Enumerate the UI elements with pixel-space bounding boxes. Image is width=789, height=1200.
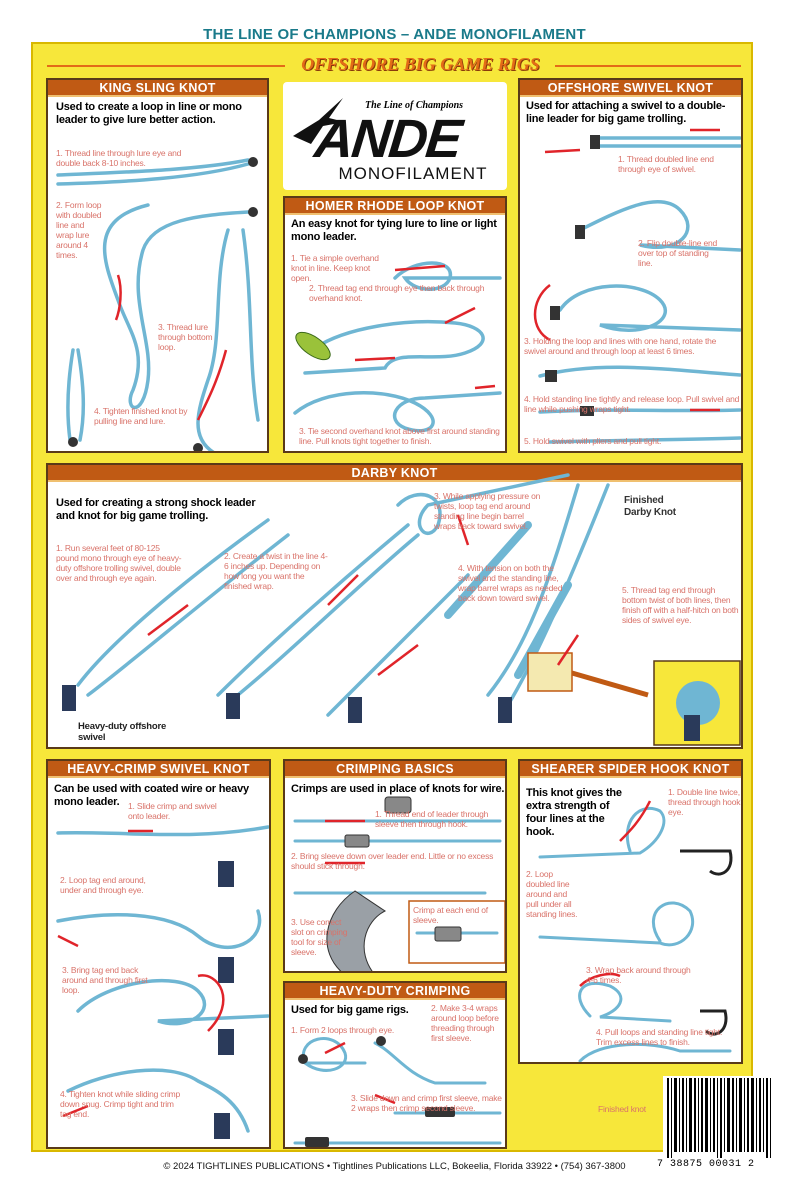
offshore-swivel-step-5: 5. Hold swivel with pliers and pull tigh… [524, 436, 662, 446]
banner-rule-left [47, 65, 285, 67]
panel-title: OFFSHORE SWIVEL KNOT [520, 80, 741, 97]
panel-heavy-crimp-swivel-knot: HEAVY-CRIMP SWIVEL KNOT Can be used with… [46, 759, 271, 1149]
crimping-step-3: 3. Use correct slot on crimping tool for… [291, 917, 348, 957]
heavy-crimp-step-2: 2. Loop tag end around, under and throug… [60, 875, 146, 895]
page-title: THE LINE OF CHAMPIONS – ANDE MONOFILAMEN… [203, 26, 586, 43]
panel-title: HEAVY-DUTY CRIMPING [285, 983, 505, 1000]
footer-credits: © 2024 TIGHTLINES PUBLICATIONS • Tightli… [163, 1161, 626, 1172]
crimping-step-1: 1. Thread end of leader through sleeve t… [375, 809, 489, 829]
king-sling-step-3: 3. Thread lure through bottom loop. [158, 322, 213, 352]
darby-step-4: 4. With tension on both the swivel and t… [458, 563, 563, 603]
panel-homer-rhode-loop-knot: HOMER RHODE LOOP KNOT An easy knot for t… [283, 196, 507, 453]
barcode-bars-icon [667, 1078, 771, 1158]
heavy-duty-swivel-label: Heavy-duty offshore swivel [78, 721, 167, 743]
homer-rhode-step-2: 2. Thread tag end through eye then back … [309, 283, 485, 303]
darby-step-3: 3. While applying pressure on twists, lo… [434, 491, 541, 531]
panel-title: CRIMPING BASICS [285, 761, 505, 778]
offshore-swivel-illustration [533, 128, 741, 444]
offshore-swivel-step-2: 2. Flip double-line end over top of stan… [638, 238, 718, 268]
section-banner: OFFSHORE BIG GAME RIGS [288, 54, 553, 76]
marlin-logo-icon [293, 98, 345, 144]
poster-board: OFFSHORE BIG GAME RIGS KING SLING KNOT U… [31, 42, 753, 1152]
shearer-spider-illustration [538, 800, 733, 1062]
panel-title: HOMER RHODE LOOP KNOT [285, 198, 505, 215]
heavy-duty-crimping-step-2: 2. Make 3-4 wraps around loop before thr… [431, 1003, 499, 1043]
panel-heavy-duty-crimping: HEAVY-DUTY CRIMPING Used for big game ri… [283, 981, 507, 1149]
king-sling-illustration [56, 157, 260, 451]
panel-intro: Used for creating a strong shock leader … [56, 497, 256, 522]
shearer-step-4: 4. Pull loops and standing line tight. T… [596, 1027, 723, 1047]
panel-crimping-basics: CRIMPING BASICS Crimps are used in place… [283, 759, 507, 973]
heavy-duty-crimping-step-1: 1. Form 2 loops through eye. [291, 1025, 395, 1035]
logo-subtitle: MONOFILAMENT [338, 164, 488, 183]
darby-step-1: 1. Run several feet of 80-125 pound mono… [56, 543, 182, 583]
panel-intro: Used to create a loop in line or mono le… [56, 101, 242, 126]
heavy-crimp-step-1: 1. Slide crimp and swivel onto leader. [128, 801, 217, 821]
heavy-crimp-illustration [56, 825, 269, 1139]
barcode: 7 38875 00031 2 [657, 1076, 773, 1170]
panel-darby-knot: DARBY KNOT Used for creating a strong sh… [46, 463, 743, 749]
offshore-swivel-step-3: 3. Holding the loop and lines with one h… [524, 336, 717, 356]
heavy-crimp-step-4: 4. Tighten knot while sliding crimp down… [60, 1089, 181, 1119]
panel-intro: This knot gives the extra strength of fo… [526, 787, 622, 838]
darby-step-5: 5. Thread tag end through bottom twist o… [622, 585, 739, 625]
panel-intro: Used for big game rigs. [291, 1004, 409, 1016]
panel-title: DARBY KNOT [48, 465, 741, 482]
king-sling-step-2: 2. Form loop with doubled line and wrap … [56, 200, 102, 260]
crimping-step-2: 2. Bring sleeve down over leader end. Li… [291, 851, 494, 871]
king-sling-step-1: 1. Thread line through lure eye and doub… [56, 148, 182, 168]
darby-step-2: 2. Create a twist in the line 4-6 inches… [224, 551, 328, 591]
heavy-duty-crimping-illustration [293, 1036, 502, 1147]
king-sling-step-4: 4. Tighten finished knot by pulling line… [94, 406, 188, 426]
finished-darby-label: Finished Darby Knot [624, 495, 676, 518]
offshore-swivel-step-4: 4. Hold standing line tightly and releas… [524, 394, 740, 414]
panel-title: SHEARER SPIDER HOOK KNOT [520, 761, 741, 778]
crimping-basics-illustration [293, 796, 505, 971]
panel-title: KING SLING KNOT [48, 80, 267, 97]
shearer-finished-label: Finished knot [598, 1104, 646, 1114]
heavy-crimp-step-3: 3. Bring tag end back around and through… [62, 965, 148, 995]
heavy-duty-crimping-step-3: 3. Slide down and crimp first sleeve, ma… [351, 1093, 502, 1113]
panel-king-sling-knot: KING SLING KNOT Used to create a loop in… [46, 78, 269, 453]
darby-knot-illustration [62, 473, 741, 746]
homer-rhode-step-3: 3. Tie second overhand knot above first … [299, 426, 500, 446]
panel-shearer-spider-hook-knot: SHEARER SPIDER HOOK KNOT This knot gives… [518, 759, 743, 1064]
barcode-number: 7 38875 00031 2 [657, 1159, 755, 1170]
homer-rhode-illustration [293, 261, 502, 433]
ande-logo: The Line of Champions ANDE MONOFILAMENT [283, 82, 507, 190]
panel-intro: An easy knot for tying lure to line or l… [291, 218, 497, 243]
logo-wordmark: ANDE [311, 109, 464, 169]
shearer-step-3: 3. Wrap back around through 4-6 times. [586, 965, 691, 985]
offshore-swivel-step-1: 1. Thread doubled line end through eye o… [618, 154, 714, 174]
panel-intro: Crimps are used in place of knots for wi… [291, 783, 505, 795]
banner-rule-right [555, 65, 741, 67]
panel-intro: Can be used with coated wire or heavy mo… [54, 783, 249, 808]
logo-tagline: The Line of Champions [365, 100, 464, 111]
panel-title: HEAVY-CRIMP SWIVEL KNOT [48, 761, 269, 778]
shearer-step-1: 1. Double line twice, thread through hoo… [668, 787, 741, 817]
shearer-step-2: 2. Loop doubled line around and pull und… [526, 869, 578, 919]
crimping-callout: Crimp at each end of sleeve. [413, 905, 488, 925]
panel-intro: Used for attaching a swivel to a double-… [526, 100, 726, 125]
panel-offshore-swivel-knot: OFFSHORE SWIVEL KNOT Used for attaching … [518, 78, 743, 453]
homer-rhode-step-1: 1. Tie a simple overhand knot in line. K… [291, 253, 379, 283]
